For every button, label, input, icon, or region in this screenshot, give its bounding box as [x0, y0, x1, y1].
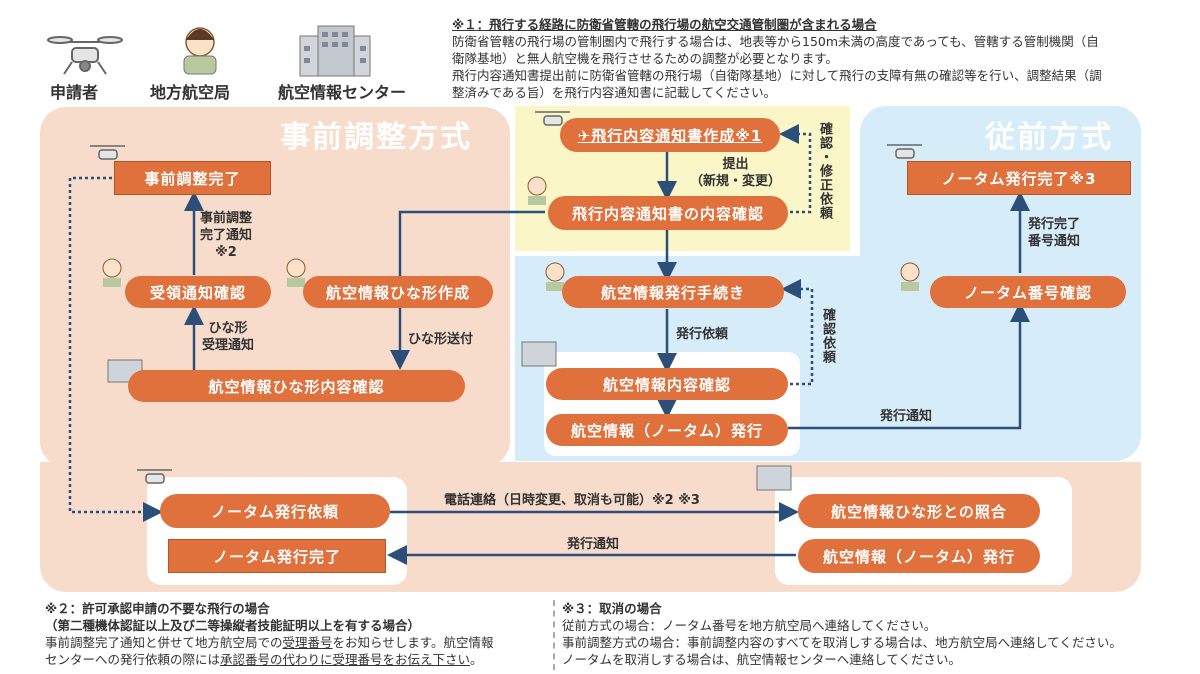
- draft-send-label: ひな形送付: [408, 332, 474, 347]
- staff-person-icon: [183, 27, 217, 75]
- issue-request-label: 発行依頼: [676, 327, 729, 342]
- draft-confirm-box: 航空情報ひな形内容確認: [128, 370, 465, 402]
- receipt-confirm-box: 受領通知確認: [125, 276, 271, 308]
- issue-notice2-label: 発行通知: [567, 537, 620, 552]
- drone-icon: [137, 469, 172, 484]
- confirm-fix-label: 確認・修正依頼: [817, 122, 832, 220]
- notam-request-box: ノータム発行依頼: [160, 494, 390, 528]
- advance-title: 事前調整方式: [280, 120, 472, 155]
- draft-match-box: 航空情報ひな形との照合: [798, 494, 1040, 528]
- submit-label: 提出（新規・変更）: [690, 157, 782, 189]
- note1-title: ※１：飛行する経路に防衛省管轄の飛行場の航空交通管制圏が含まれる場合: [452, 17, 877, 32]
- advance-notice-label: 事前調整完了通知※2: [200, 211, 253, 260]
- legend-applicant: 申請者: [50, 83, 99, 102]
- drone-icon: [47, 36, 123, 75]
- draft-receive-label: ひな形受理通知: [202, 321, 255, 353]
- confirm-request-label: 確認依頼: [820, 308, 835, 364]
- done-notice-label: 発行完了番号通知: [1028, 217, 1081, 249]
- notify-confirm-box: 飛行内容通知書の内容確認: [548, 196, 788, 230]
- notam-done-adv-box: ノータム発行完了: [168, 539, 386, 573]
- info-confirm-box: 航空情報内容確認: [546, 368, 788, 400]
- phone-label: 電話連絡（日時変更、取消も可能）※2 ※3: [444, 493, 700, 508]
- info-issue2-box: 航空情報（ノータム）発行: [798, 539, 1040, 573]
- notam-done-conv-box: ノータム発行完了※3: [907, 161, 1131, 195]
- drone-icon: [90, 145, 125, 160]
- info-issue-box: 航空情報（ノータム）発行: [546, 414, 788, 446]
- notify-create-box: ✈飛行内容通知書作成※1: [560, 118, 780, 152]
- notam-number-box: ノータム番号確認: [930, 276, 1126, 308]
- note1: ※１：飛行する経路に防衛省管轄の飛行場の航空交通管制圏が含まれる場合 防衛省管轄…: [452, 16, 1192, 101]
- legend-regional-bureau: 地方航空局: [150, 83, 231, 102]
- note3: ※３：取消の場合 従前方式の場合：ノータム番号を地方航空局へ連絡してください。 …: [562, 601, 1122, 667]
- note-divider: [553, 600, 555, 670]
- drone-icon: [887, 144, 922, 159]
- issue-notice-label: 発行通知: [880, 409, 933, 424]
- drone-icon: [535, 111, 570, 126]
- note2: ※２：許可承認申請の不要な飛行の場合 （第二種機体認証以上及び二等操縦者技能証明…: [45, 601, 494, 667]
- advance-done-box: 事前調整完了: [114, 161, 271, 195]
- conventional-title: 従前方式: [985, 120, 1113, 155]
- building-icon: [299, 25, 371, 77]
- issue-proc-box: 航空情報発行手続き: [562, 276, 784, 308]
- draft-create-box: 航空情報ひな形作成: [303, 276, 493, 308]
- legend-info-center: 航空情報センター: [278, 83, 407, 102]
- staff-person-icon: [102, 176, 920, 291]
